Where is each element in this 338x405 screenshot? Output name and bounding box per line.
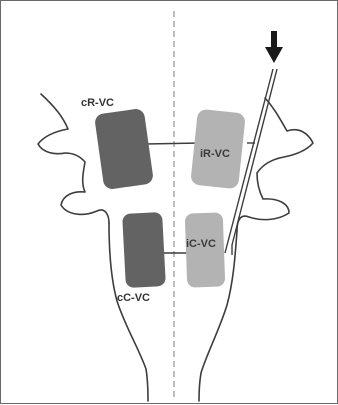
label-icvc: iC-VC [186,238,216,250]
left-upper-contour [38,94,109,223]
label-crvc: cR-VC [81,97,114,109]
crvc-cord [94,108,154,190]
label-irvc: iR-VC [200,148,230,160]
upper-connector [145,143,201,144]
label-ccvc: cC-VC [117,292,150,304]
icvc-cord [185,212,226,287]
arrow-down-icon [265,31,283,63]
ccvc-cord [122,212,166,288]
